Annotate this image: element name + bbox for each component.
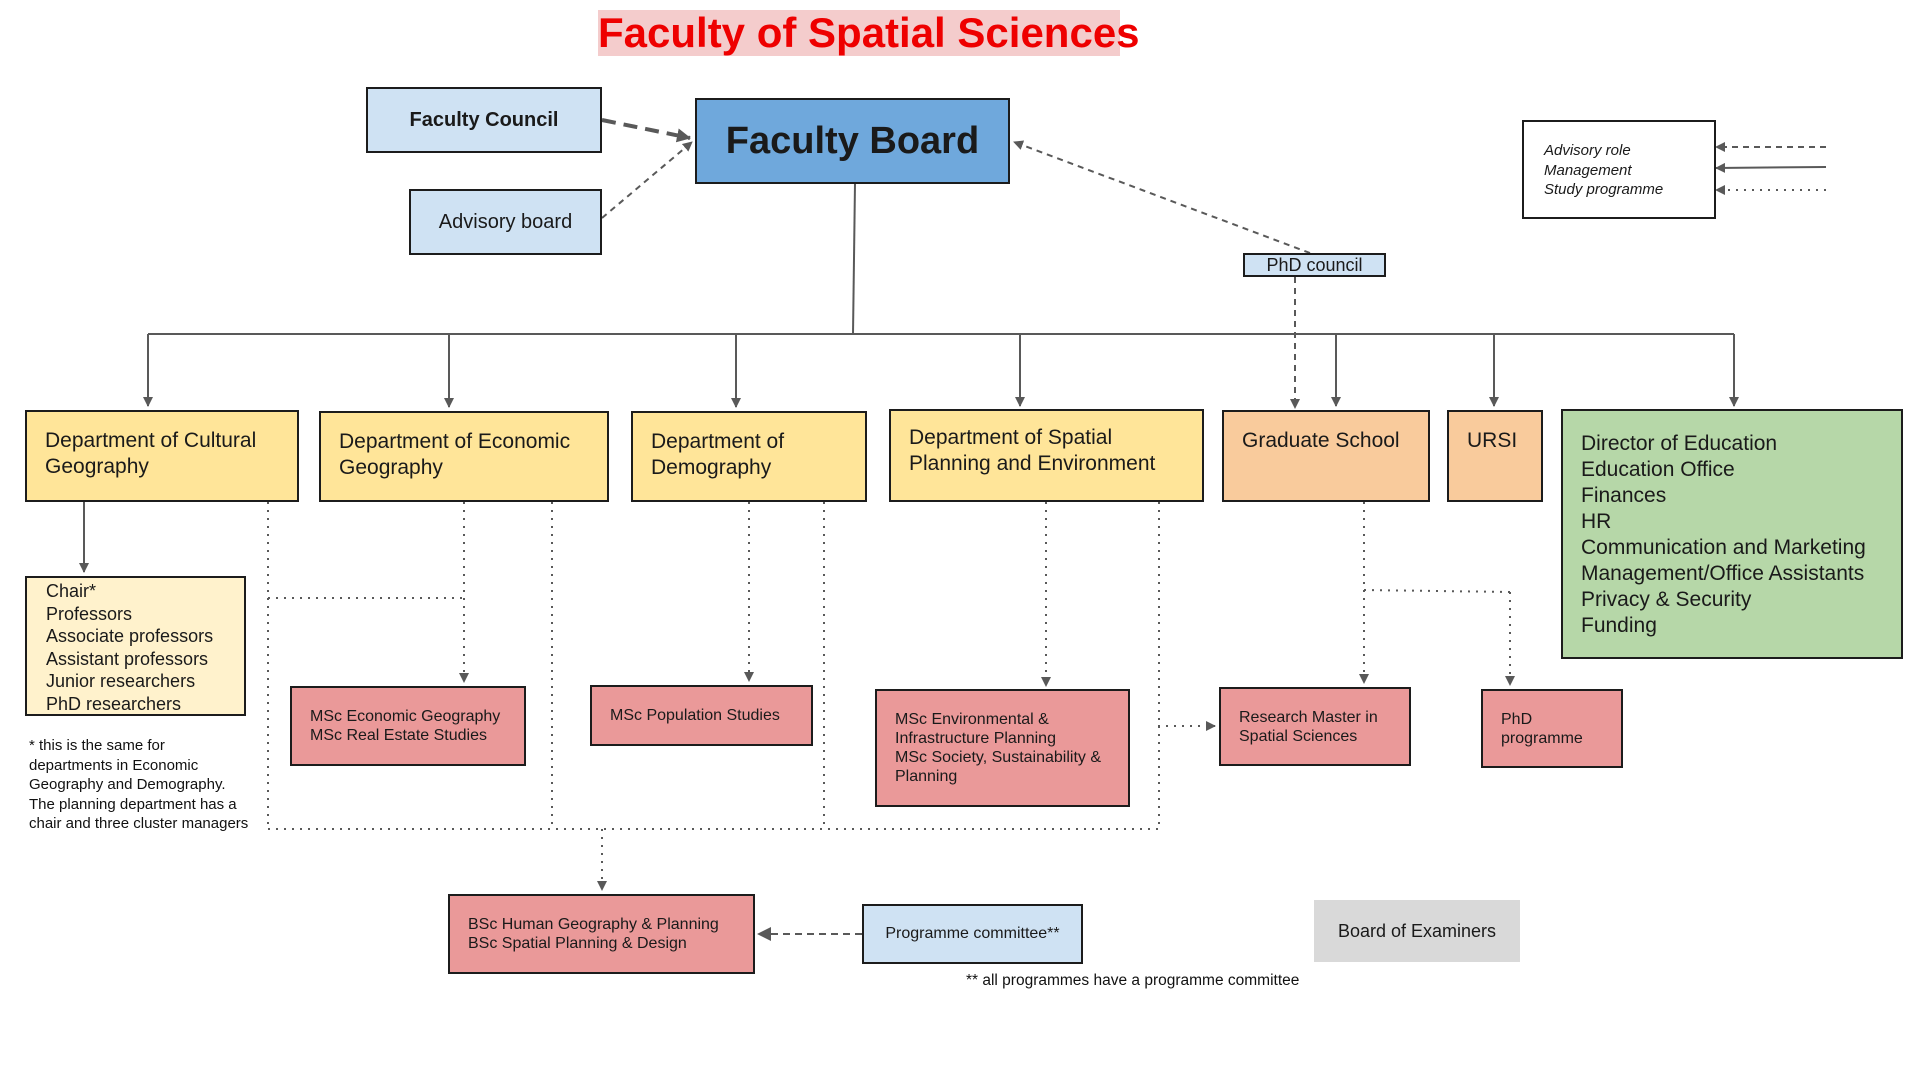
staff-item: Professors — [46, 603, 133, 624]
programme-label: PhD programme — [1501, 710, 1583, 747]
faculty-council-box: Faculty Council — [366, 87, 602, 153]
dept-cultural-geography-box: Department of Cultural Geography — [25, 410, 299, 502]
support-item: Funding — [1581, 614, 1657, 637]
dept-economic-geography-box: Department of Economic Geography — [319, 411, 609, 502]
msc-population-box: MSc Population Studies — [590, 685, 813, 746]
staff-item: Chair* — [46, 581, 97, 601]
msc-environmental-box: MSc Environmental & Infrastructure Plann… — [875, 689, 1130, 807]
legend-management-label: Management — [1544, 161, 1632, 179]
programme-label: MSc Real Estate Studies — [310, 727, 487, 744]
dept-demography-box: Department of Demography — [631, 411, 867, 502]
advisory-board-label: Advisory board — [438, 210, 573, 233]
dept-cultural-geography-label: Department of Cultural Geography — [45, 429, 257, 478]
programme-committee-label: Programme committee** — [885, 925, 1060, 942]
legend-box: Advisory role Management Study programme — [1522, 120, 1716, 219]
faculty-board-box: Faculty Board — [695, 98, 1010, 184]
staff-footnote: * this is the same for departments in Ec… — [29, 737, 249, 832]
legend-lines — [1715, 142, 1827, 195]
council-to-board-arrow — [601, 118, 691, 143]
programme-label: MSc Environmental & Infrastructure Plann… — [895, 711, 1056, 747]
support-item: Director of Education — [1581, 432, 1778, 455]
programme-committee-box: Programme committee** — [862, 904, 1083, 964]
ursi-box: URSI — [1447, 410, 1543, 502]
ursi-label: URSI — [1467, 429, 1518, 452]
dept-demography-label: Department of Demography — [651, 430, 785, 479]
programme-lines — [267, 502, 1515, 891]
programme-label: MSc Economic Geography — [310, 708, 501, 725]
dept-economic-geography-label: Department of Economic Geography — [339, 430, 571, 479]
support-item: Communication and Marketing — [1581, 536, 1866, 559]
programme-committee-footnote: ** all programmes have a programme commi… — [966, 972, 1300, 989]
faculty-council-label: Faculty Council — [409, 108, 559, 131]
page-title: Faculty of Spatial Sciences — [598, 9, 1140, 56]
board-of-examiners-box: Board of Examiners — [1314, 900, 1520, 962]
board-of-examiners-label: Board of Examiners — [1337, 920, 1497, 941]
legend-study-label: Study programme — [1544, 181, 1664, 198]
staff-box: Chair* Professors Associate professors A… — [25, 576, 246, 716]
phdcouncil-to-board-arrow — [1013, 140, 1311, 254]
msc-economic-box: MSc Economic Geography MSc Real Estate S… — [290, 686, 526, 766]
support-item: Management/Office Assistants — [1581, 562, 1865, 585]
support-item: Privacy & Security — [1581, 588, 1752, 611]
support-services-box: Director of Education Education Office F… — [1561, 409, 1903, 659]
phd-council-box: PhD council — [1243, 253, 1386, 277]
support-item: HR — [1581, 510, 1612, 533]
staff-item: PhD researchers — [46, 693, 182, 714]
graduate-school-box: Graduate School — [1222, 410, 1430, 502]
faculty-board-label: Faculty Board — [725, 119, 980, 162]
legend-management-line — [1715, 162, 1827, 173]
support-item: Education Office — [1581, 458, 1735, 481]
staff-item: Junior researchers — [46, 671, 196, 691]
staff-item: Assistant professors — [46, 648, 209, 669]
dept-spatial-planning-box: Department of Spatial Planning and Envir… — [889, 409, 1204, 502]
programme-label: BSc Spatial Planning & Design — [468, 935, 687, 952]
graduate-school-label: Graduate School — [1242, 429, 1400, 452]
management-tree — [79, 182, 1739, 573]
phd-council-label: PhD council — [1266, 254, 1363, 275]
support-item: Finances — [1581, 484, 1667, 507]
programme-label: MSc Population Studies — [610, 707, 780, 724]
advisory-board-box: Advisory board — [409, 189, 602, 255]
programme-label: BSc Human Geography & Planning — [468, 916, 719, 933]
programme-label: Research Master in Spatial Sciences — [1239, 708, 1378, 745]
research-master-box: Research Master in Spatial Sciences — [1219, 687, 1411, 766]
staff-item: Associate professors — [46, 626, 214, 646]
legend-advisory-label: Advisory role — [1544, 142, 1631, 159]
dept-spatial-planning-label: Department of Spatial Planning and Envir… — [909, 426, 1156, 475]
bachelor-box: BSc Human Geography & Planning BSc Spati… — [448, 894, 755, 974]
phd-programme-box: PhD programme — [1481, 689, 1623, 768]
programme-label: MSc Society, Sustainability & Planning — [895, 749, 1102, 785]
advisory-to-board-arrow — [601, 141, 693, 219]
